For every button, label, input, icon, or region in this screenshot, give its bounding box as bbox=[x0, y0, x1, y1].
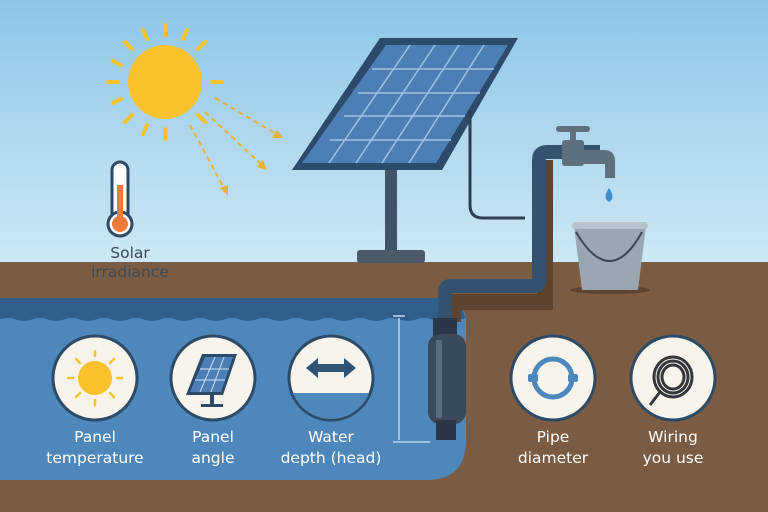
sun-icon bbox=[66, 349, 124, 407]
label-line: diameter bbox=[517, 449, 589, 467]
bucket-icon bbox=[570, 222, 650, 294]
factor-circle-panel-angle bbox=[169, 334, 257, 422]
label-line: Water bbox=[308, 428, 354, 446]
factor-label-panel-angle: Panel angle bbox=[143, 427, 283, 469]
thermometer-icon bbox=[106, 160, 134, 238]
factor-label-panel-temperature: Panel temperature bbox=[25, 427, 165, 469]
pipe-ring-icon bbox=[528, 356, 578, 400]
water-surface bbox=[0, 298, 465, 318]
label-line: angle bbox=[191, 449, 235, 467]
label-line: you use bbox=[642, 449, 704, 467]
wire-coil-icon bbox=[648, 355, 694, 406]
factor-label-pipe-diameter: Pipe diameter bbox=[483, 427, 623, 469]
label-line: depth (head) bbox=[280, 449, 382, 467]
factor-circle-wiring bbox=[629, 334, 717, 422]
factor-circle-pipe-diameter bbox=[509, 334, 597, 422]
label-line: Wiring bbox=[648, 428, 698, 446]
faucet-icon bbox=[556, 126, 615, 202]
label-line: Pipe bbox=[536, 428, 570, 446]
solar-panel-icon bbox=[186, 354, 237, 407]
factor-label-water-depth: Water depth (head) bbox=[261, 427, 401, 469]
label-line: Panel bbox=[192, 428, 234, 446]
sun-ray-arrows bbox=[189, 97, 283, 196]
label-line: temperature bbox=[46, 449, 144, 467]
label-line: Panel bbox=[74, 428, 116, 446]
submersible-pump bbox=[428, 318, 466, 440]
sun-icon bbox=[106, 23, 224, 141]
depth-arrow-icon bbox=[306, 358, 356, 378]
solar-irradiance-label: Solar irradiance bbox=[60, 244, 200, 282]
factor-label-wiring: Wiring you use bbox=[603, 427, 743, 469]
pipe bbox=[438, 145, 600, 322]
label-line: irradiance bbox=[91, 263, 169, 281]
depth-marker bbox=[393, 315, 430, 443]
solar-panel bbox=[292, 38, 525, 263]
factor-circle-panel-temperature bbox=[51, 334, 139, 422]
label-line: Solar bbox=[110, 244, 150, 262]
